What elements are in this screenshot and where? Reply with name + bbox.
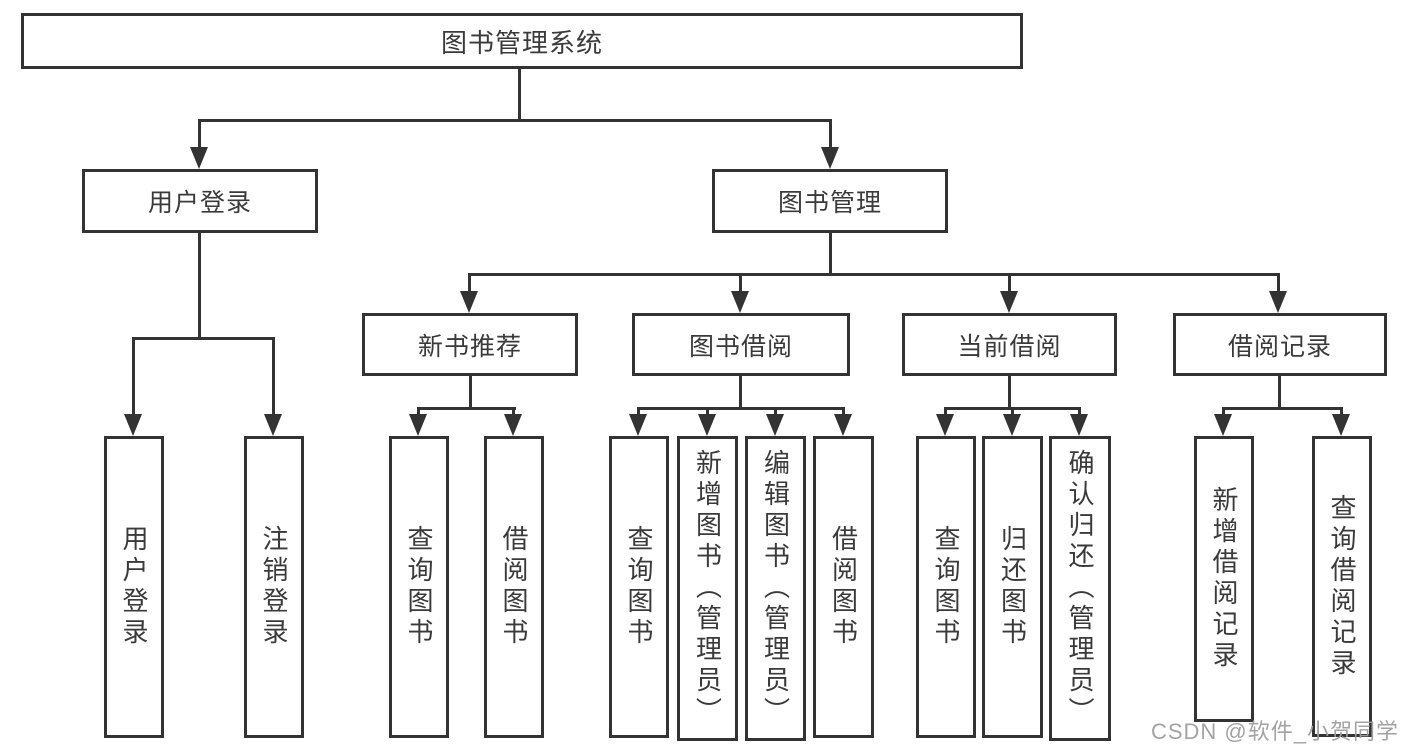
arrow-down-icon — [1070, 414, 1088, 436]
leaf-edit-books-admin-label: 编辑图书（管理员） — [760, 449, 791, 728]
arrow-down-icon — [124, 414, 142, 436]
arrow-down-icon — [504, 414, 522, 436]
connector-mgmt-drop-2 — [739, 273, 742, 293]
leaf-borrow-books-1: 借阅图书 — [484, 436, 544, 738]
arrow-down-icon — [460, 291, 478, 313]
csdn-watermark: CSDN @软件_小贺同学 — [1150, 719, 1399, 744]
connector-g2-drop-3 — [774, 407, 777, 416]
connector-g1-drop-2 — [512, 407, 515, 416]
arrow-down-icon — [1332, 414, 1350, 436]
arrow-down-icon — [834, 414, 852, 436]
connector-mgmt-drop-4 — [1277, 273, 1280, 293]
connector-login-stem — [198, 230, 201, 337]
connector-g4-stem — [1278, 374, 1281, 408]
arrow-down-icon — [264, 414, 282, 436]
node-new-book-recommend-label: 新书推荐 — [417, 332, 522, 361]
node-borrow-records: 借阅记录 — [1173, 313, 1387, 376]
leaf-add-borrow-record-label: 新增借阅记录 — [1209, 486, 1239, 672]
arrow-down-icon — [190, 147, 208, 169]
connector-login-drop-2 — [272, 337, 275, 416]
arrow-down-icon — [629, 414, 647, 436]
leaf-confirm-return-admin-label: 确认归还（管理员） — [1065, 449, 1095, 728]
arrow-down-icon — [766, 414, 784, 436]
leaf-user-login-label: 用户登录 — [119, 525, 149, 649]
connector-root-rail — [198, 119, 832, 122]
leaf-query-books-2: 查询图书 — [609, 436, 669, 738]
connector-g3-drop-1 — [944, 407, 947, 416]
connector-g2-drop-4 — [842, 407, 845, 416]
node-book-management-label: 图书管理 — [777, 189, 882, 217]
leaf-edit-books-admin: 编辑图书（管理员） — [745, 436, 806, 741]
leaf-borrow-books-2-label: 借阅图书 — [828, 525, 859, 649]
connector-mgmt-drop-1 — [468, 273, 471, 293]
arrow-down-icon — [731, 291, 749, 313]
node-user-login: 用户登录 — [82, 169, 318, 233]
leaf-logout-label: 注销登录 — [259, 525, 289, 649]
leaf-query-books-1-label: 查询图书 — [404, 525, 434, 649]
connector-mgmt-stem — [829, 230, 832, 275]
connector-g3-stem — [1008, 374, 1011, 408]
connector-g4-rail — [1223, 407, 1342, 410]
leaf-user-login: 用户登录 — [104, 436, 164, 738]
connector-root-drop-2 — [829, 119, 832, 149]
arrow-down-icon — [936, 414, 954, 436]
node-book-borrow-label: 图书借阅 — [688, 332, 793, 361]
connector-mgmt-drop-3 — [1008, 273, 1011, 293]
leaf-query-books-1: 查询图书 — [389, 436, 449, 738]
node-root: 图书管理系统 — [21, 13, 1023, 69]
arrow-down-icon — [821, 147, 839, 169]
leaf-borrow-books-2: 借阅图书 — [813, 436, 874, 738]
leaf-add-borrow-record: 新增借阅记录 — [1194, 436, 1254, 722]
leaf-logout: 注销登录 — [244, 436, 304, 738]
leaf-return-books: 归还图书 — [982, 436, 1043, 738]
node-user-login-label: 用户登录 — [147, 189, 252, 217]
connector-login-drop-1 — [132, 337, 135, 416]
connector-login-rail — [133, 337, 275, 340]
connector-g2-drop-1 — [637, 407, 640, 416]
node-book-borrow: 图书借阅 — [632, 313, 850, 376]
connector-mgmt-rail — [468, 273, 1280, 276]
connector-g3-drop-2 — [1011, 407, 1014, 416]
node-new-book-recommend: 新书推荐 — [362, 313, 578, 376]
leaf-query-books-2-label: 查询图书 — [624, 525, 654, 649]
connector-root-drop-1 — [198, 119, 201, 149]
arrow-down-icon — [409, 414, 427, 436]
node-root-label: 图书管理系统 — [440, 27, 603, 58]
node-current-borrow: 当前借阅 — [902, 313, 1117, 376]
connector-g4-drop-2 — [1340, 407, 1343, 416]
arrow-down-icon — [1003, 414, 1021, 436]
leaf-confirm-return-admin: 确认归还（管理员） — [1049, 436, 1111, 741]
leaf-add-books-admin-label: 新增图书（管理员） — [692, 449, 723, 728]
leaf-query-books-3: 查询图书 — [916, 436, 976, 738]
arrow-down-icon — [1000, 291, 1018, 313]
connector-root-stem — [518, 67, 521, 121]
leaf-borrow-books-1-label: 借阅图书 — [499, 525, 529, 649]
leaf-add-books-admin: 新增图书（管理员） — [677, 436, 738, 741]
arrow-down-icon — [1269, 291, 1287, 313]
node-current-borrow-label: 当前借阅 — [957, 332, 1062, 361]
leaf-query-borrow-record-label: 查询借阅记录 — [1327, 493, 1357, 680]
leaf-return-books-label: 归还图书 — [997, 525, 1028, 649]
node-borrow-records-label: 借阅记录 — [1227, 332, 1332, 361]
leaf-query-books-3-label: 查询图书 — [931, 525, 961, 649]
node-book-management: 图书管理 — [712, 169, 948, 233]
connector-g2-drop-2 — [706, 407, 709, 416]
connector-g4-drop-1 — [1222, 407, 1225, 416]
arrow-down-icon — [698, 414, 716, 436]
connector-g3-drop-3 — [1078, 407, 1081, 416]
arrow-down-icon — [1214, 414, 1232, 436]
connector-g2-rail — [638, 407, 845, 410]
connector-g1-rail — [418, 407, 516, 410]
connector-g1-drop-1 — [417, 407, 420, 416]
connector-g1-stem — [469, 374, 472, 408]
connector-g2-stem — [739, 374, 742, 408]
leaf-query-borrow-record: 查询借阅记录 — [1312, 436, 1372, 737]
